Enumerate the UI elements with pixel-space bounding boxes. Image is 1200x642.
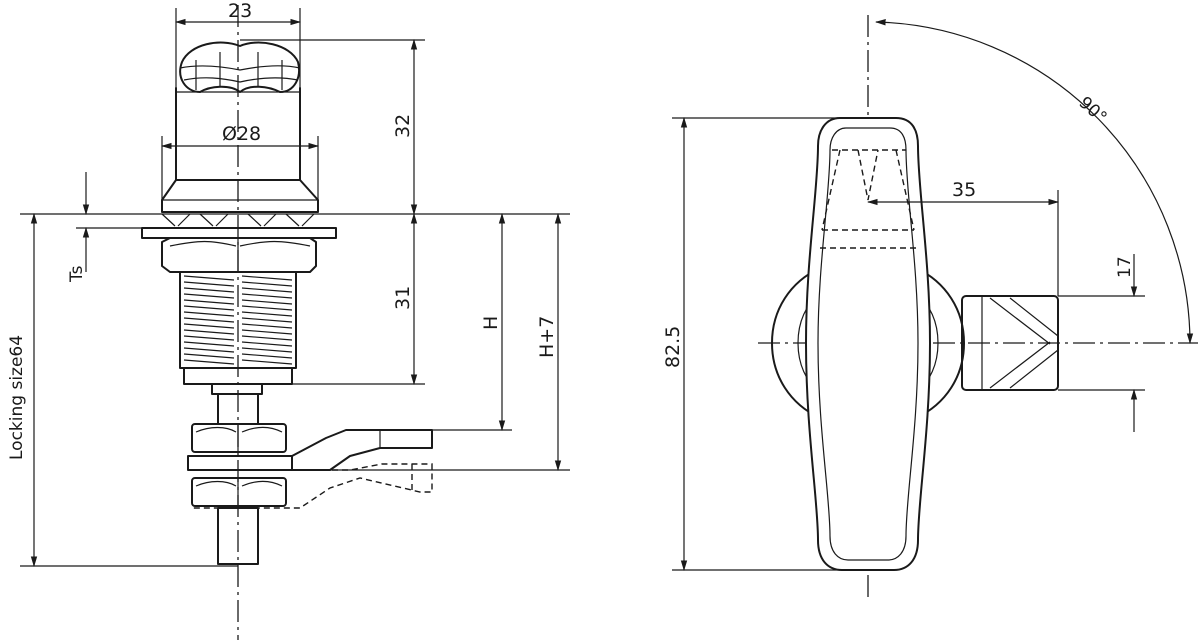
knob-body	[161, 87, 319, 213]
dim-label-23: 23	[228, 0, 252, 22]
dim-label-ts: Ts	[67, 265, 87, 283]
shaft-end	[217, 507, 259, 565]
dim-label-35: 35	[952, 179, 976, 201]
dim-label-82-5: 82.5	[662, 326, 684, 368]
dim-h-plus-7	[330, 212, 570, 472]
plan-view: 82.5 35 17 90°	[662, 15, 1198, 602]
dim-label-32: 32	[392, 114, 414, 138]
dim-label-17: 17	[1115, 256, 1135, 278]
cam-arm	[187, 429, 433, 471]
dim-h	[432, 212, 512, 432]
dim-label-90: 90°	[1075, 93, 1111, 128]
dim-label-h-plus-7: H+7	[536, 316, 558, 358]
plan-t-handle	[805, 117, 931, 571]
dim-label-h: H	[480, 316, 502, 330]
panel-washer	[141, 213, 337, 239]
cam-nut-upper	[191, 423, 287, 453]
threaded-barrel	[179, 271, 297, 395]
shaft	[217, 393, 259, 425]
dim-length-82-5	[672, 116, 868, 572]
dim-diameter-28	[160, 136, 320, 212]
dim-width-23	[174, 8, 302, 90]
t-handle-knob	[179, 41, 301, 93]
dim-height-32	[240, 38, 425, 216]
hex-nut-top	[161, 237, 317, 273]
cam-nut-lower	[191, 477, 287, 507]
side-view: 23 Ø28 32 31 H H+7	[7, 0, 570, 640]
dim-height-31	[292, 212, 425, 386]
dim-label-31: 31	[392, 286, 414, 310]
dim-angle-90	[874, 19, 1194, 345]
dim-label-28: Ø28	[222, 123, 261, 145]
dim-ts	[76, 172, 142, 272]
dim-label-locking-size: Locking size64	[7, 335, 27, 460]
